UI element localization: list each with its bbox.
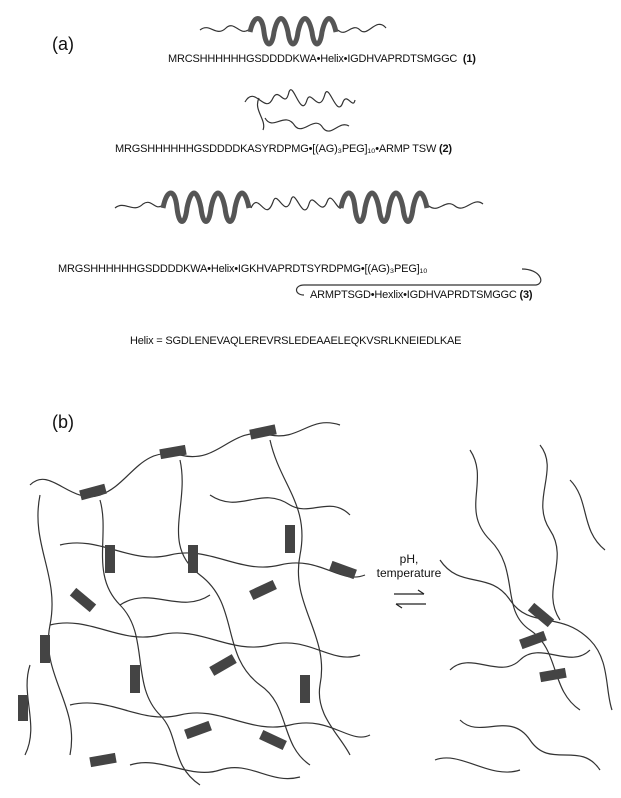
panel-a-label: (a) (52, 34, 74, 55)
protein-3-helix-left (163, 193, 249, 222)
protein-1-helix (250, 19, 336, 45)
gel-network-illustration (10, 405, 375, 795)
protein-2-illustration (245, 80, 355, 135)
sol-illustration (430, 440, 615, 790)
sequence-3-line-2: ARMPTSGD•Hexlix•IGDHVAPRDTSMGGC (3) (310, 289, 532, 301)
equilibrium-arrows (392, 588, 428, 610)
protein-3-helix-right (341, 193, 427, 222)
sequence-2: MRGSHHHHHHGSDDDDKASYRDPMG•[(AG)₃PEG]₁₀•A… (115, 143, 452, 155)
sequence-1: MRCSHHHHHHGSDDDDKWA•Helix•IGDHVAPRDTSMGG… (168, 53, 476, 65)
protein-3-illustration (115, 180, 485, 235)
helix-definition: Helix = SGDLENEVAQLEREVRSLEDEAAELEQKVSRL… (130, 335, 461, 347)
protein-1-illustration (200, 8, 390, 53)
